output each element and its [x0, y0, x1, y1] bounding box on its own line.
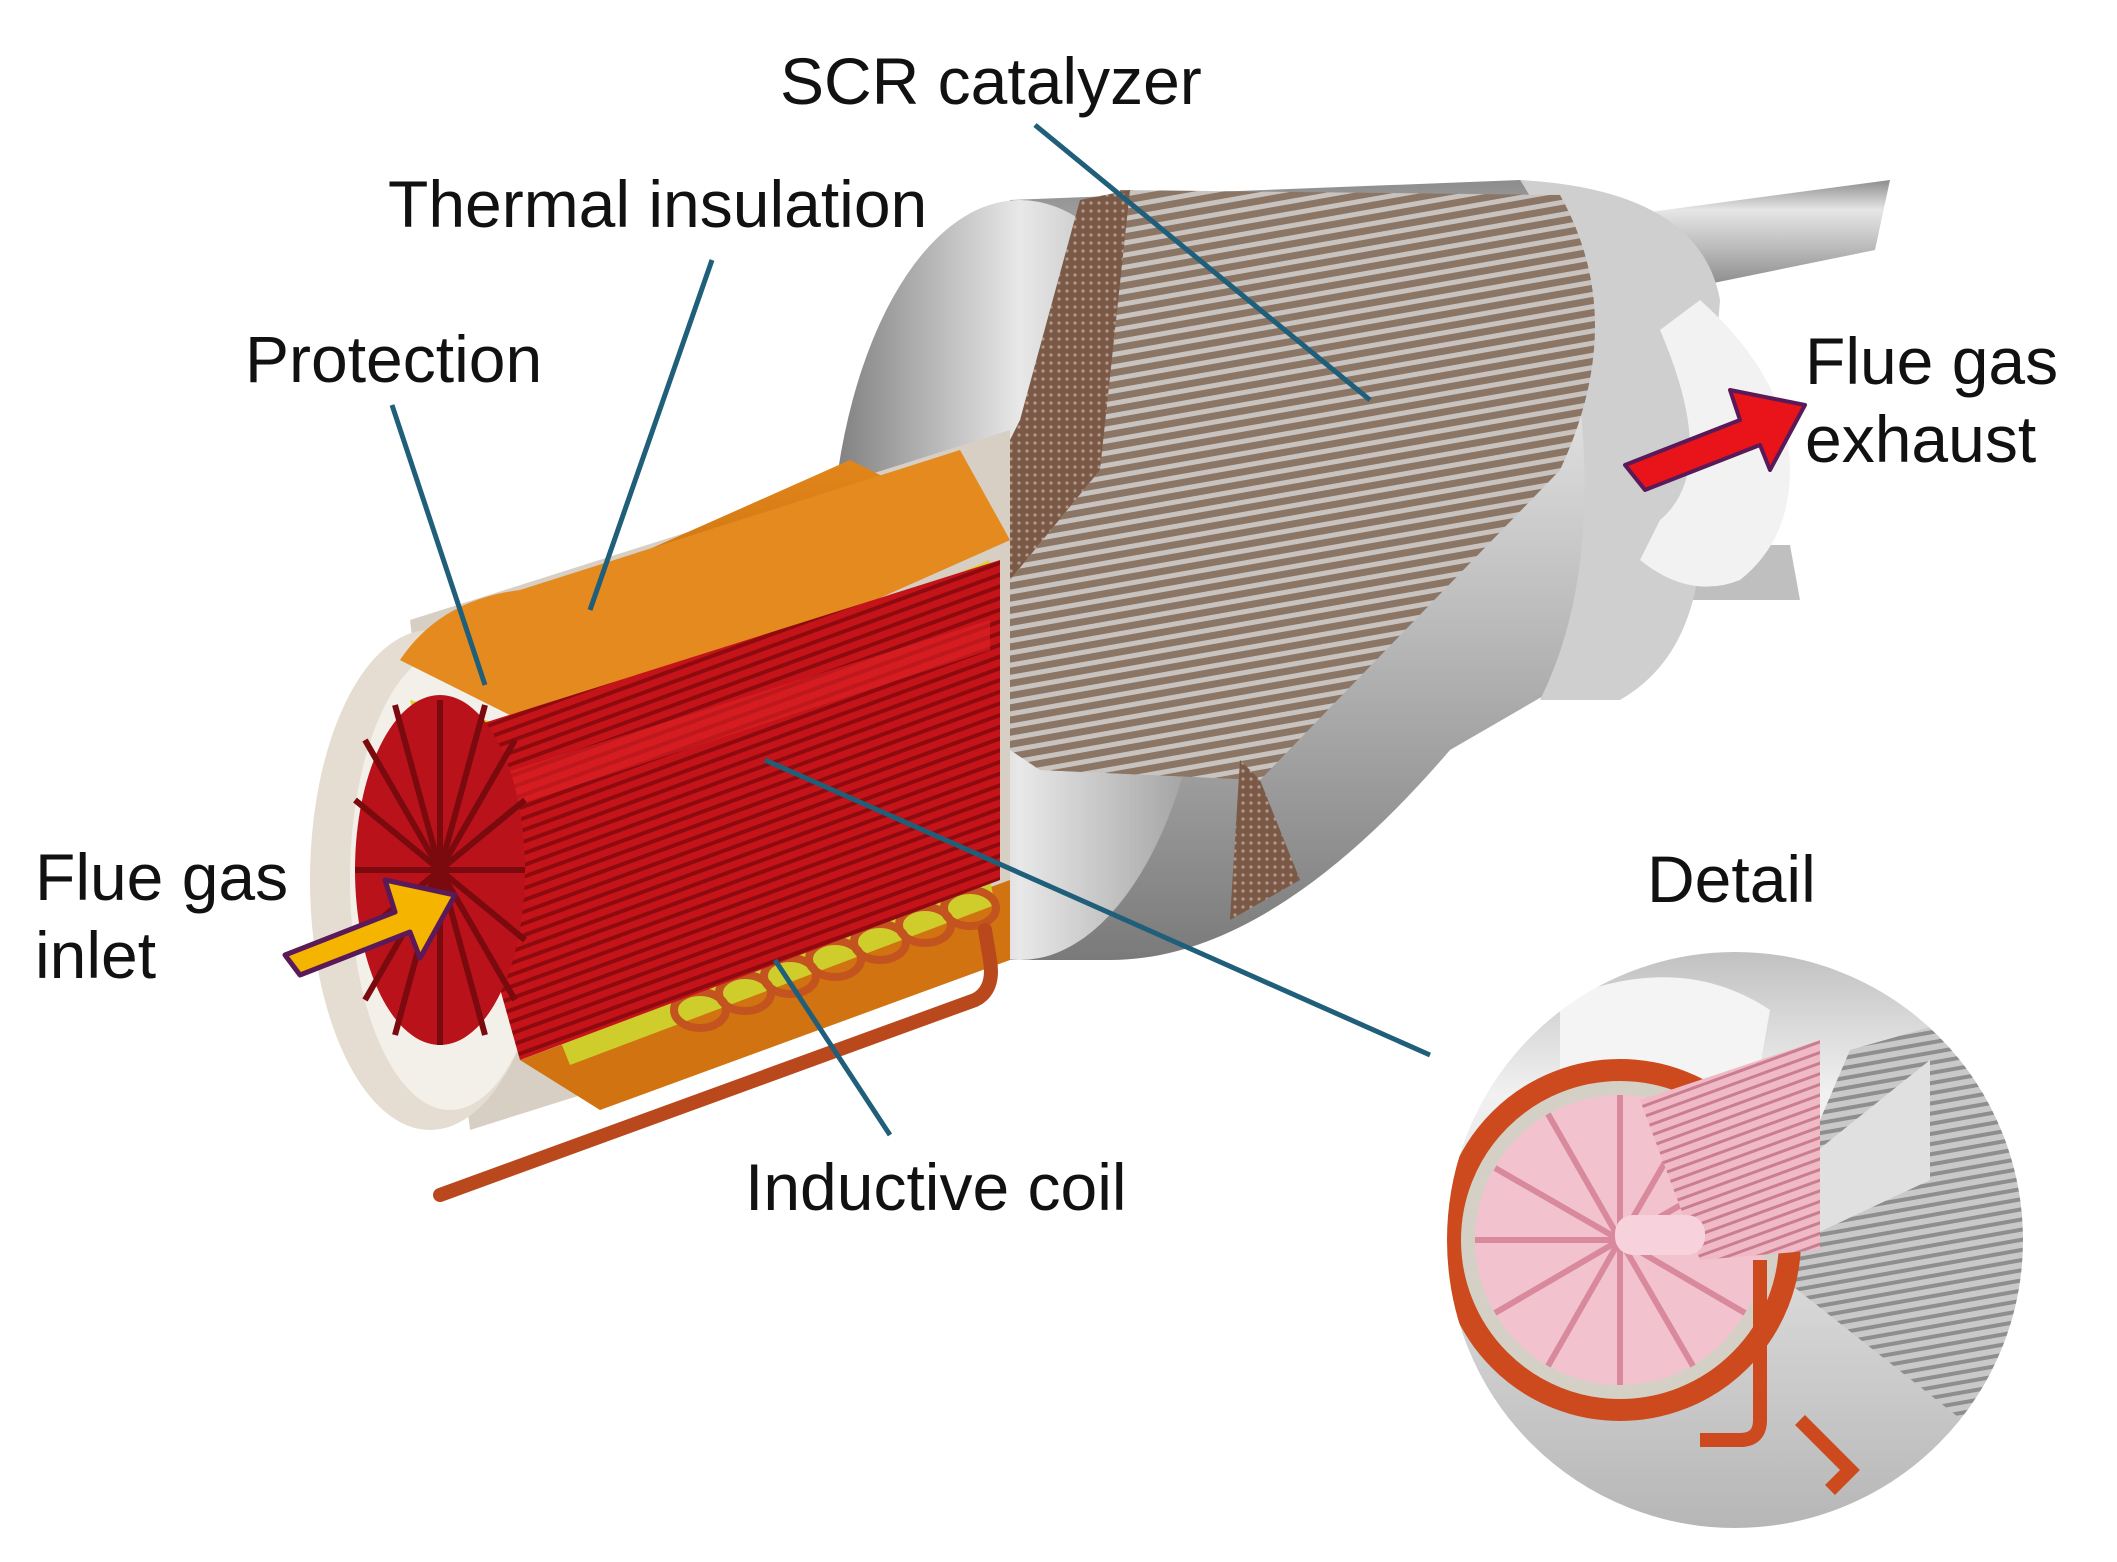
- inlet-arrow: [282, 877, 458, 978]
- coil-lead-wire: [433, 923, 998, 1202]
- label-flue-gas-inlet-line1: Flue gas: [35, 840, 289, 914]
- leader-detail: [763, 757, 1432, 1058]
- label-flue-gas-exhaust-line1: Flue gas: [1805, 324, 2059, 398]
- label-thermal-insulation: Thermal insulation: [388, 167, 928, 241]
- detail-inset-border: [1443, 948, 2027, 1532]
- detail-inset: [1445, 950, 2025, 1530]
- label-scr-catalyzer: SCR catalyzer: [780, 44, 1202, 118]
- leader-scr-catalyzer: [1033, 123, 1372, 402]
- label-inductive-coil: Inductive coil: [745, 1150, 1127, 1224]
- heater-element: [353, 560, 1000, 1060]
- exhaust-arrow: [1623, 388, 1807, 492]
- label-flue-gas-exhaust-line2: exhaust: [1805, 402, 2037, 476]
- label-protection: Protection: [245, 322, 543, 396]
- label-flue-gas-exhaust: Flue gas exhaust: [1805, 322, 2058, 478]
- leader-inductive-coil: [772, 958, 893, 1137]
- scr-catalyst-block: [920, 190, 1595, 920]
- label-flue-gas-inlet: Flue gas inlet: [35, 838, 288, 994]
- label-detail: Detail: [1647, 842, 1816, 916]
- leader-protection: [389, 404, 488, 686]
- label-flue-gas-inlet-line2: inlet: [35, 918, 157, 992]
- leader-lines: [389, 123, 1432, 1137]
- leader-thermal-insulation: [587, 259, 715, 611]
